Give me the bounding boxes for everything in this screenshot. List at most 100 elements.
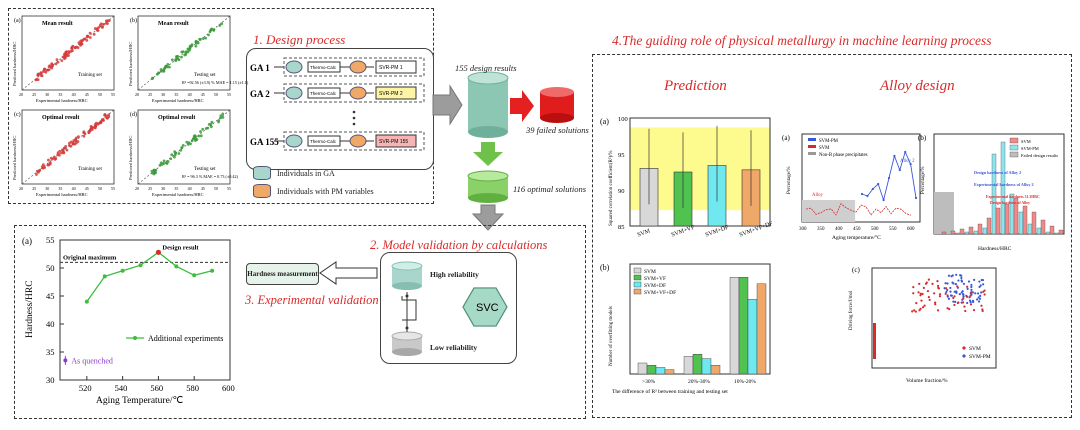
plot-tag: (a) [600, 117, 609, 126]
x-tick-label: 50 [214, 186, 218, 191]
validation-title: 2. Model validation by calculations [370, 238, 548, 252]
data-point [166, 160, 170, 163]
data-point [56, 60, 60, 64]
data-point [103, 113, 106, 117]
x-tick-label: 55 [227, 92, 231, 97]
data-point [173, 155, 176, 159]
design-result-label: Design result [162, 244, 199, 251]
data-point [973, 278, 976, 281]
legend-label: SVM-PM [969, 354, 991, 360]
data-point [972, 309, 976, 312]
data-point [46, 163, 50, 167]
x-tick-label: 20%-30% [688, 379, 710, 385]
data-point [918, 309, 921, 312]
data-point [944, 292, 947, 295]
data-point [937, 284, 940, 287]
high-cylinder-top [391, 261, 423, 271]
x-tick-label: 30 [45, 186, 49, 191]
data-point [970, 283, 973, 287]
plot-ylabel: Predicted hardness/HRC [12, 136, 17, 180]
ellipsis-dot [352, 122, 356, 126]
plot-tag: (a) [782, 134, 790, 142]
data-point [960, 276, 963, 280]
alloy2-label: Alloy 2 [900, 159, 915, 164]
data-point [927, 296, 930, 299]
data-point [176, 57, 180, 61]
data-point [209, 28, 213, 32]
data-point [911, 310, 914, 313]
data-point [60, 151, 64, 155]
ellipsis-dot [352, 116, 356, 120]
legend-label: Additional experiments [148, 334, 223, 343]
data-point [936, 309, 940, 312]
data-point [944, 282, 947, 285]
plot-tag: (c) [14, 111, 21, 118]
data-point [946, 282, 949, 285]
data-point [970, 291, 973, 294]
bar [664, 369, 675, 375]
legend-swatch [1009, 151, 1019, 158]
thermo-label: Thermo-Calc [310, 139, 337, 144]
bar [986, 217, 992, 235]
data-point [938, 295, 942, 298]
annotation: Experimental hardness of Alloy 2 [974, 182, 1034, 187]
legend-label: SVM+DF [644, 283, 666, 289]
plot-xlabel: Experimental hardness/HRC [36, 192, 88, 197]
data-point [877, 182, 880, 186]
optimal-cylinder-bottom [468, 193, 508, 203]
red-arrow [510, 90, 534, 122]
prediction-title: Prediction [664, 78, 727, 94]
low-cylinder-bottom [392, 348, 422, 356]
data-point [174, 59, 178, 63]
data-point [926, 290, 930, 293]
x-tick-label: 50 [98, 186, 102, 191]
x-tick-label: SVM [637, 228, 652, 238]
data-point [70, 45, 74, 49]
x-tick-label: 400 [835, 227, 843, 232]
data-point [192, 134, 196, 138]
svr-box [375, 86, 417, 100]
design-results-label: 155 design results [455, 63, 517, 73]
green-arrow [473, 142, 503, 166]
data-point [221, 112, 225, 116]
data-point [201, 127, 205, 131]
data-point [91, 126, 94, 130]
data-point [960, 279, 963, 282]
data-point [158, 163, 162, 167]
x-tick-label: 30 [161, 92, 165, 97]
thermo-label: Thermo-Calc [310, 91, 337, 96]
bar [692, 353, 703, 375]
alloy-label: Alloy [812, 193, 824, 198]
data-point [48, 161, 52, 165]
results-cylinder-top [467, 71, 509, 85]
data-point [970, 285, 973, 289]
data-point [190, 139, 194, 143]
data-point [954, 283, 958, 286]
data-point [95, 27, 99, 31]
data-point [963, 305, 966, 308]
data-point [955, 273, 958, 276]
data-point [65, 50, 68, 54]
ga-cylinder-icon [285, 134, 303, 148]
data-point [39, 71, 43, 75]
data-point [50, 65, 54, 69]
x-tick-label: 20 [135, 186, 139, 191]
data-point [866, 194, 869, 198]
data-point [922, 286, 925, 289]
data-point [898, 168, 901, 172]
data-point [928, 298, 931, 302]
bar [637, 362, 648, 375]
data-point [919, 292, 922, 295]
data-point [945, 290, 948, 294]
data-point [105, 116, 108, 120]
data-point [184, 51, 188, 54]
data-point [950, 275, 953, 278]
bar [955, 232, 961, 235]
data-point [893, 154, 896, 158]
x-axis-label: Aging temperature/°C [832, 234, 881, 241]
data-point [983, 293, 986, 296]
data-point [936, 280, 939, 283]
